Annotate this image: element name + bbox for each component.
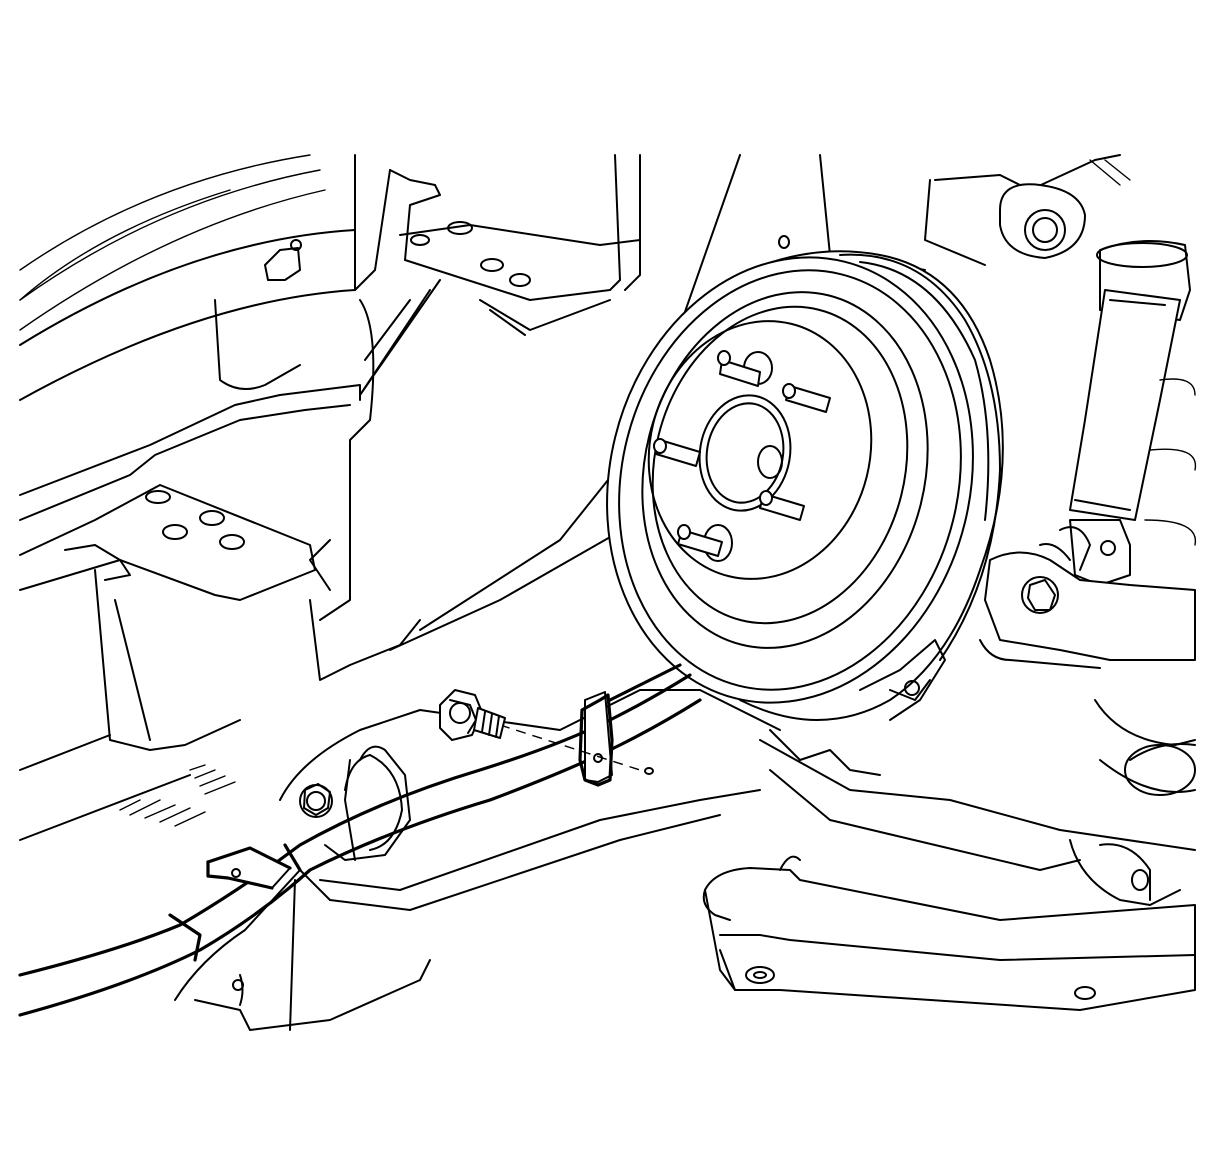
trailing-arm bbox=[979, 526, 1196, 906]
wheel-studs bbox=[653, 350, 831, 562]
cable-clip bbox=[206, 846, 292, 890]
rear-axle-beam bbox=[174, 689, 1196, 1031]
bushing-mount bbox=[702, 855, 1196, 1011]
brake-drum bbox=[606, 250, 1004, 776]
wheel-stud bbox=[653, 438, 701, 467]
wheel-stud bbox=[677, 524, 733, 562]
wheel-stud bbox=[759, 490, 805, 521]
bracket-bolt bbox=[439, 689, 641, 771]
wheel-stud bbox=[782, 383, 831, 413]
shock-absorber bbox=[999, 183, 1197, 586]
wheel-stud bbox=[717, 350, 773, 387]
cable-bracket bbox=[578, 691, 654, 787]
wheel-hub bbox=[698, 394, 792, 512]
